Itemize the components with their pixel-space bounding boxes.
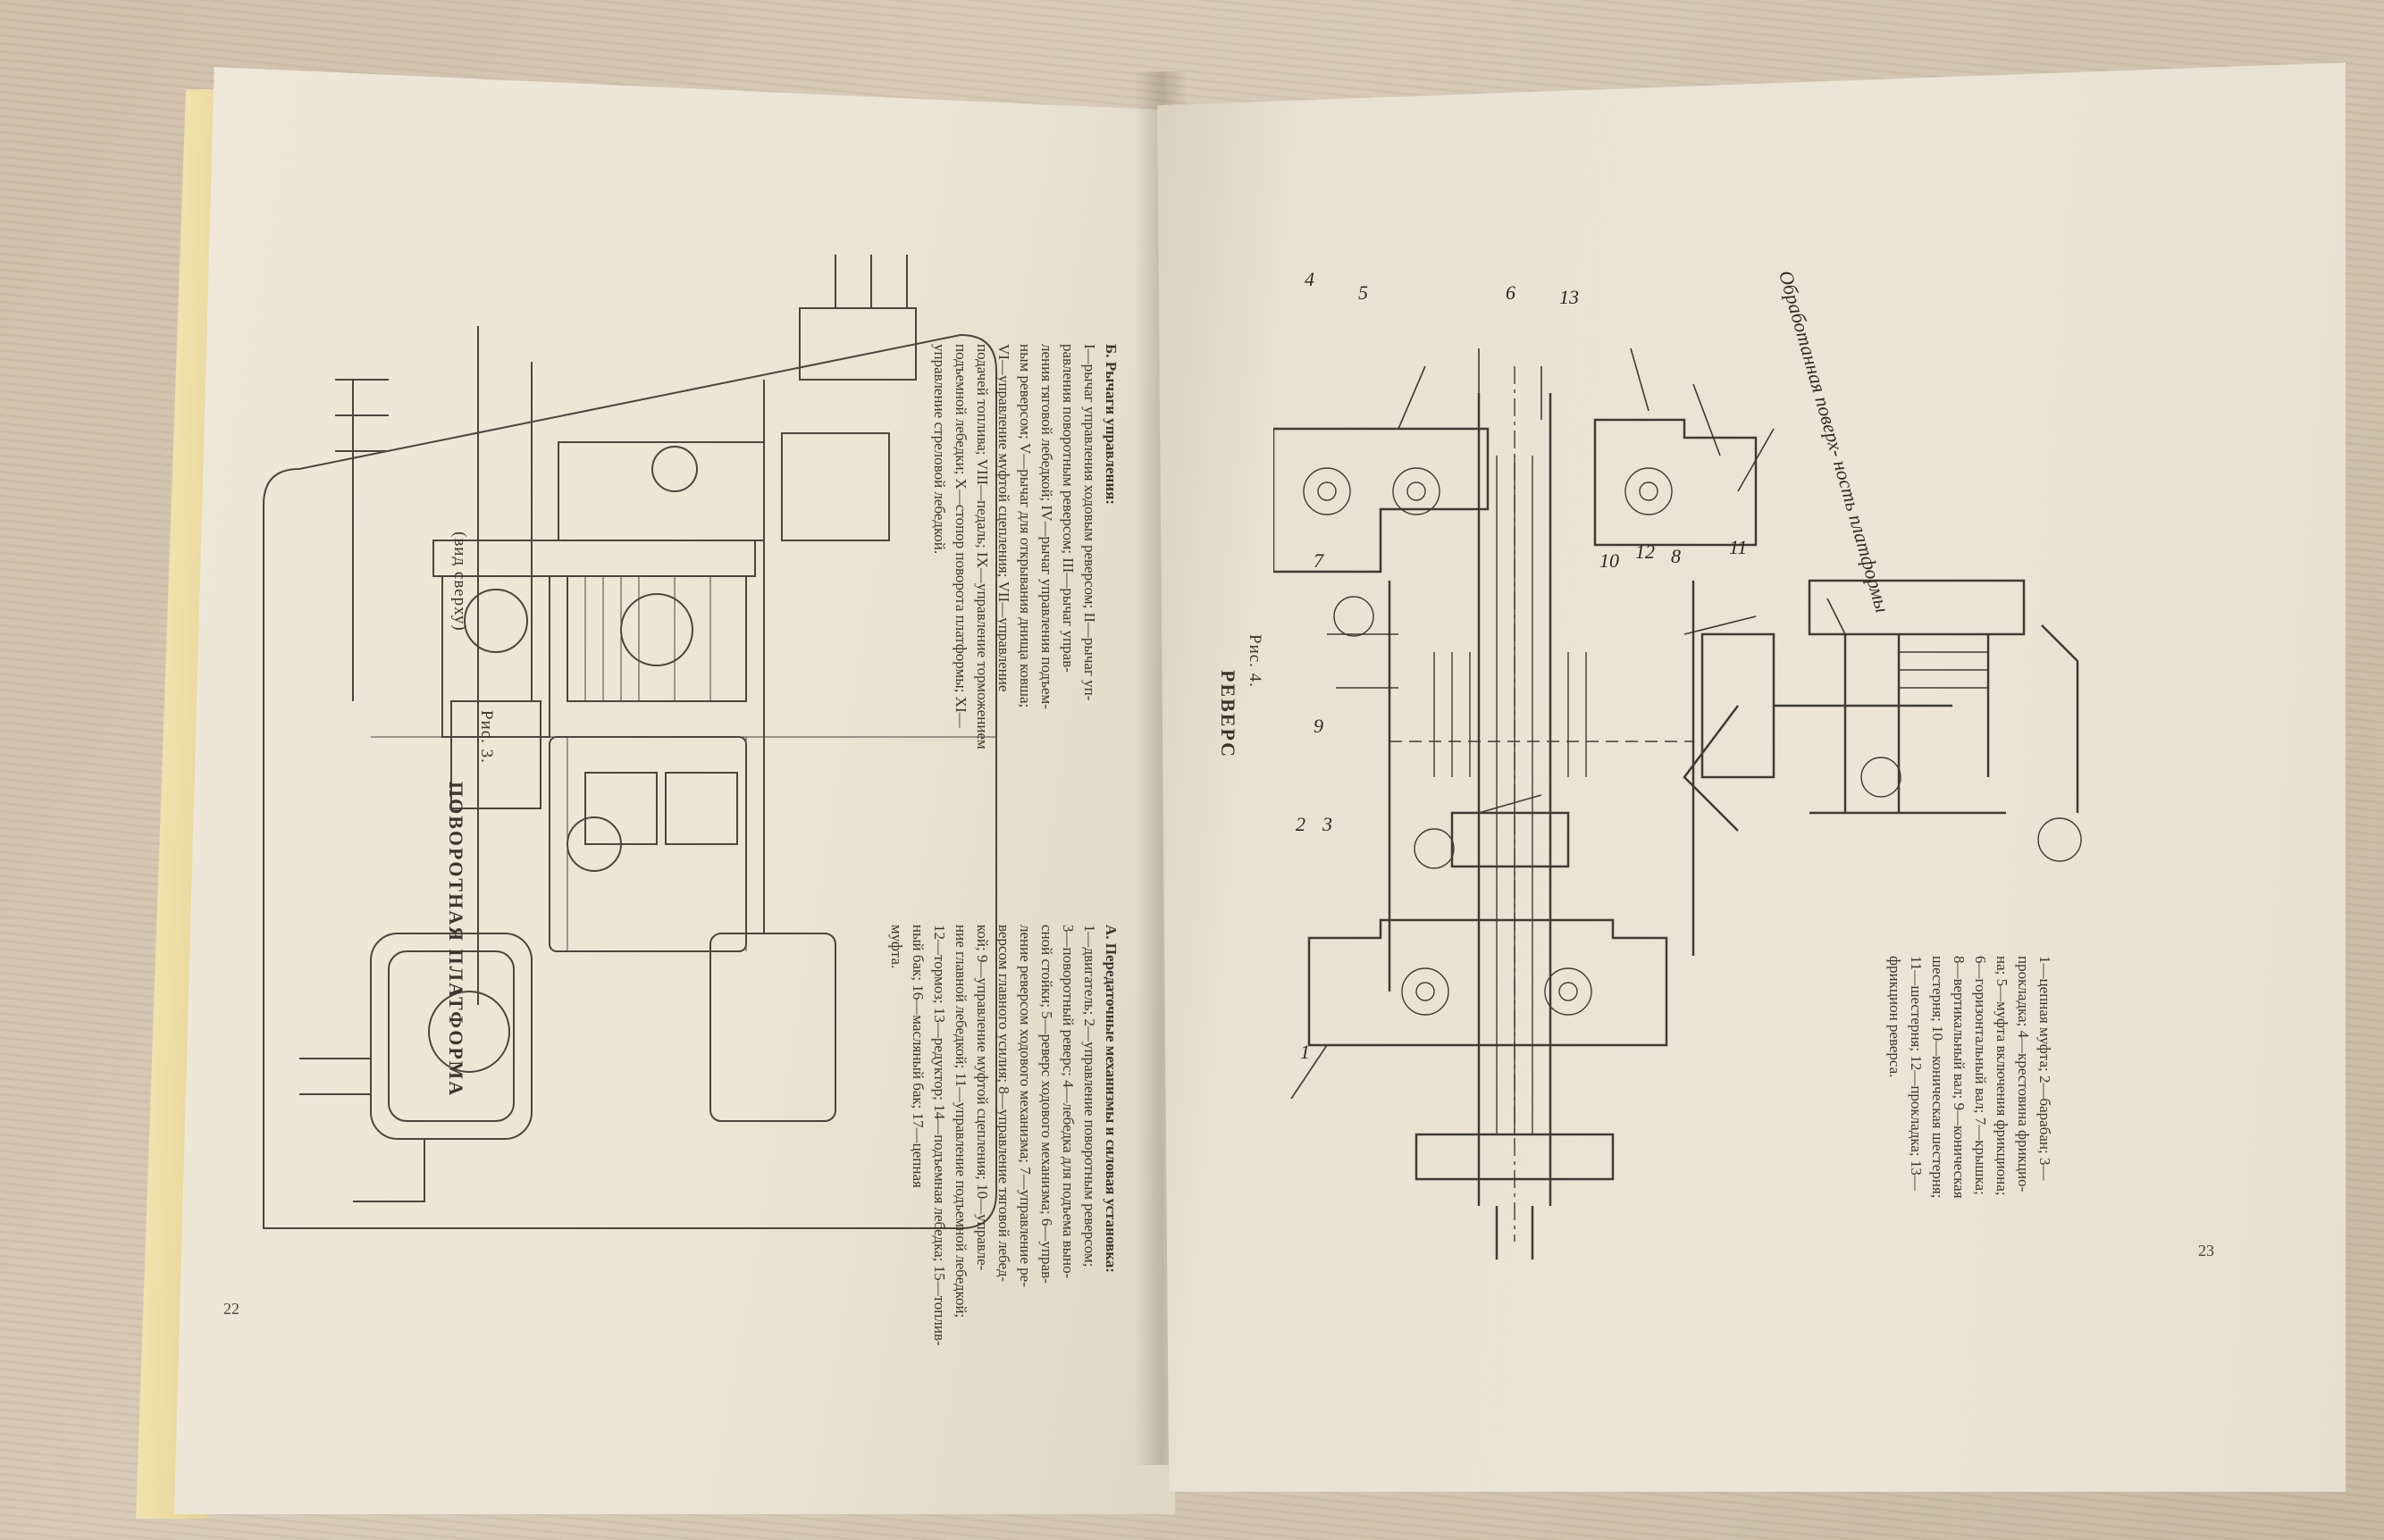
legend-section-a: А. Передаточные механизмы и силовая уста…	[886, 925, 1121, 1346]
callout-10: 10	[1599, 549, 1619, 572]
callout-11: 11	[1729, 536, 1748, 558]
legend-line: 6—горизонтальный вал; 7—крышка;	[1972, 956, 1989, 1195]
legend-line: 11—шестерня; 12—прокладка; 13—	[1908, 956, 1925, 1191]
callout-6: 6	[1506, 281, 1515, 304]
page-number-left: 22	[223, 1300, 239, 1318]
legend-line: на; 5—муфта включения фрикциона;	[1994, 956, 2010, 1196]
callout-7: 7	[1314, 549, 1323, 572]
figure-title: РЕВЕРС	[1217, 670, 1239, 759]
legend-a-line: 3—поворотный реверс; 4—лебедка для подъе…	[1060, 925, 1077, 1279]
legend-a-line: версом главного усилия; 8—управление тяг…	[995, 925, 1012, 1283]
legend-a-line: муфта.	[888, 925, 905, 969]
legend-section-b: Б. Рычаги управления: I—рычаг управления…	[928, 344, 1121, 749]
legend-a-line: 1—двигатель; 2—управление поворотным рев…	[1081, 925, 1098, 1268]
callout-4: 4	[1305, 268, 1314, 290]
legend-b-line: управление стреловой лебедкой.	[931, 344, 948, 555]
legend-line: 8—вертикальный вал; 9—коническая	[1951, 956, 1968, 1199]
figure-subtitle: (вид сверху)	[450, 531, 469, 632]
reverse-mechanism-drawing	[1273, 347, 2082, 1260]
legend-b-line: равления поворотным реверсом; III—рычаг …	[1060, 344, 1077, 673]
callout-1: 1	[1300, 1041, 1310, 1063]
legend-b-line: подъемной лебедки; X—стопор поворота пла…	[953, 344, 970, 728]
legend-a-line: ние главной лебедкой; 11—управление подъ…	[953, 925, 970, 1318]
platform-drawing	[263, 255, 997, 1229]
legend-a-line: ление реверсом ходового механизма; 7—упр…	[1017, 925, 1034, 1287]
legend-b-line: ным реверсом; V—рычаг для открывания дни…	[1017, 344, 1034, 708]
callout-5: 5	[1358, 281, 1368, 304]
page-number-right: 23	[2198, 1242, 2214, 1260]
callout-12: 12	[1635, 540, 1655, 563]
figure-number: Рис. 4.	[1246, 634, 1264, 688]
legend-b-title: Б. Рычаги управления:	[1103, 344, 1120, 505]
legend-a-line: сной стойки; 5—реверс ходового механизма…	[1038, 925, 1055, 1284]
left-page: Рис. 3. ПОВОРОТНАЯ ПЛАТФОРМА (вид сверху…	[174, 67, 1175, 1514]
right-page: 4 5 6 13 7 10 12 8 11 9 2 3 1 Рис. 4. РЕ…	[1157, 63, 2346, 1492]
callout-13: 13	[1559, 286, 1579, 308]
callout-8: 8	[1671, 545, 1681, 567]
legend-a-line: ный бак; 16—масляный бак; 17—цепная	[910, 925, 927, 1188]
legend-b-line: подачей топлива; VIII—педаль; IX—управле…	[974, 344, 991, 749]
legend-line: 1—цепная муфта; 2—барабан; 3—	[2036, 956, 2053, 1181]
legend-b-line: ления тяговой лебедкой; IV—рычаг управле…	[1038, 344, 1055, 709]
legend-line: прокладка; 4—крестовина фрикцио-	[2015, 956, 2032, 1193]
callout-2: 2	[1296, 813, 1305, 835]
callout-3: 3	[1322, 813, 1332, 835]
legend-a-title: А. Передаточные механизмы и силовая уста…	[1103, 925, 1120, 1273]
legend-line: фрикцион реверса.	[1886, 956, 1903, 1078]
legend-b-line: I—рычаг управления ходовым реверсом; II—…	[1081, 344, 1098, 701]
legend-reverse: 1—цепная муфта; 2—барабан; 3— прокладка;…	[1884, 956, 2055, 1199]
figure-number: Рис. 3.	[477, 710, 496, 764]
callout-9: 9	[1314, 715, 1323, 737]
legend-b-line: VI—управление муфтой сцепления; VII—упра…	[995, 344, 1012, 692]
figure-title: ПОВОРОТНАЯ ПЛАТФОРМА	[445, 782, 467, 1098]
legend-line: шестерня; 10—коническая шестерня;	[1929, 956, 1946, 1199]
legend-a-line: кой; 9—управление муфтой сцепления; 10—у…	[974, 925, 991, 1271]
legend-a-line: 12—тормоз; 13—редуктор; 14—подъемная леб…	[931, 925, 948, 1346]
